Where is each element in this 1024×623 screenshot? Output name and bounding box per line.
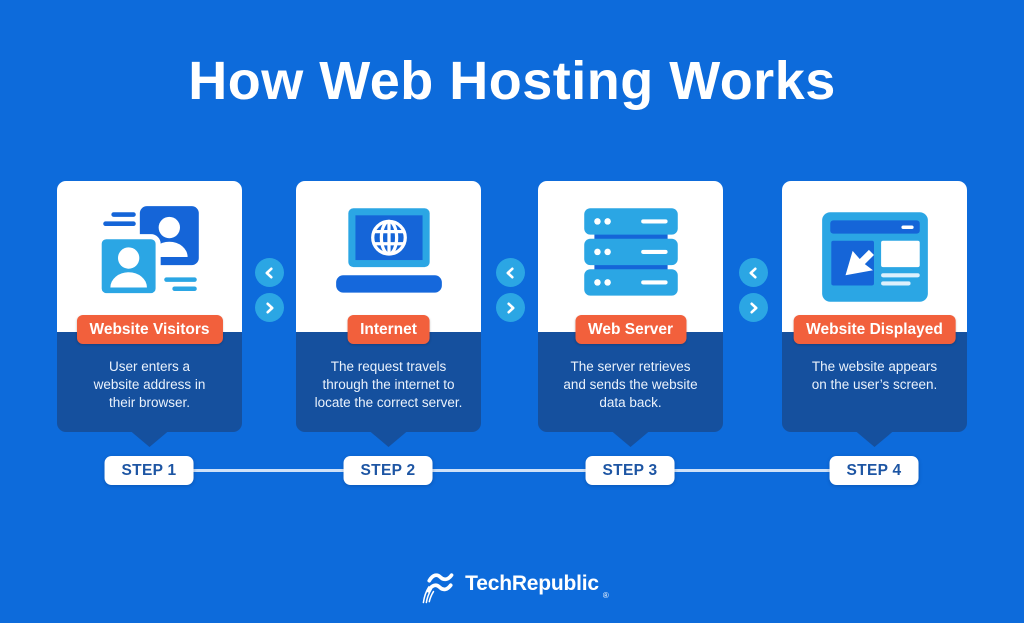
chevron-right-icon: [266, 301, 274, 313]
carousel-prev-button[interactable]: [739, 258, 768, 287]
step-1-badge: STEP 1: [104, 456, 194, 485]
carousel-next-button[interactable]: [739, 293, 768, 322]
carousel-nav-1: [255, 258, 284, 322]
card-pointer: [611, 431, 650, 447]
card-pointer: [130, 431, 169, 447]
step-description: The website appears on the user’s screen…: [811, 359, 938, 392]
page-title: How Web Hosting Works: [188, 51, 836, 111]
registered-trademark: ®: [602, 591, 609, 600]
step-description: The server retrieves and sends the websi…: [563, 359, 698, 410]
brand-wordmark: TechRepublic: [465, 572, 599, 595]
visitors-icon: [96, 205, 199, 298]
footer-brand: TechRepublic ®: [0, 561, 1024, 607]
chevron-left-icon: [265, 266, 273, 278]
step-card-3: Web Server The server retrieves and send…: [538, 181, 723, 447]
card-icon-area: [782, 181, 967, 332]
carousel-next-button[interactable]: [255, 293, 284, 322]
carousel-prev-button[interactable]: [496, 258, 525, 287]
card-icon-area: [57, 181, 242, 332]
card-pointer: [855, 431, 894, 447]
category-badge: Web Server: [574, 315, 687, 344]
category-badge: Website Visitors: [76, 315, 223, 344]
carousel-nav-3: [739, 258, 768, 322]
card-icon-area: [296, 181, 481, 332]
step-2-badge: STEP 2: [343, 456, 433, 485]
card-description-area: User enters a website address in their b…: [57, 332, 242, 432]
steps-connector-line: [149, 469, 875, 472]
chevron-right-icon: [750, 301, 758, 313]
card-description-area: The website appears on the user’s screen…: [782, 332, 967, 432]
card-pointer: [369, 431, 408, 447]
step-card-1: Website Visitors User enters a website a…: [57, 181, 242, 447]
card-description-area: The server retrieves and sends the websi…: [538, 332, 723, 432]
carousel-next-button[interactable]: [496, 293, 525, 322]
server-stack-icon: [583, 207, 678, 296]
step-card-2: Internet The request travels through the…: [296, 181, 481, 447]
step-card-4: Website Displayed The website appears on…: [782, 181, 967, 447]
category-badge: Website Displayed: [793, 315, 956, 344]
step-4-badge: STEP 4: [829, 456, 919, 485]
step-description: User enters a website address in their b…: [93, 359, 206, 410]
internet-laptop-icon: [335, 207, 442, 293]
step-3-badge: STEP 3: [585, 456, 675, 485]
carousel-prev-button[interactable]: [255, 258, 284, 287]
chevron-left-icon: [749, 266, 757, 278]
chevron-left-icon: [506, 266, 514, 278]
browser-window-icon: [821, 211, 928, 302]
carousel-nav-2: [496, 258, 525, 322]
techrepublic-flag-icon: [422, 573, 454, 604]
card-description-area: The request travels through the internet…: [296, 332, 481, 432]
step-description: The request travels through the internet…: [314, 359, 463, 410]
chevron-right-icon: [507, 301, 515, 313]
category-badge: Internet: [347, 315, 430, 344]
card-icon-area: [538, 181, 723, 332]
